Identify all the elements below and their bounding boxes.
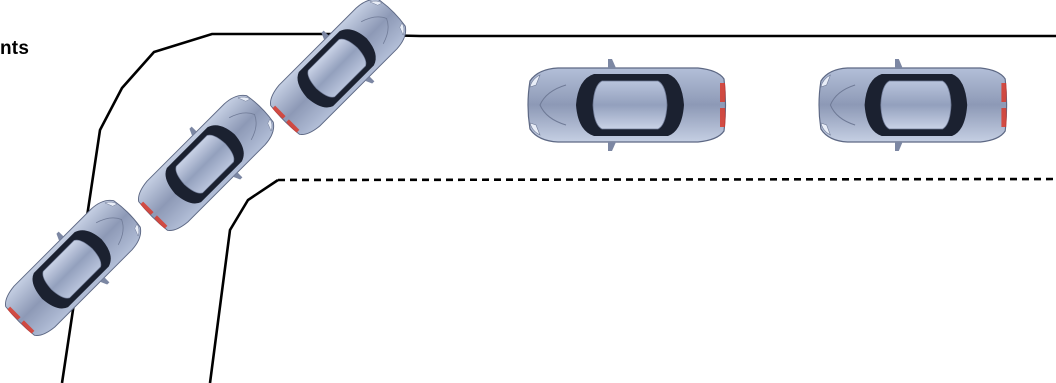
caption-text: nts bbox=[0, 38, 29, 60]
car-straight-2 bbox=[819, 59, 1007, 151]
car-turning-3 bbox=[259, 0, 419, 146]
car-turning-1 bbox=[0, 187, 154, 347]
car-straight-1 bbox=[528, 59, 726, 151]
car-turning-2 bbox=[127, 82, 287, 242]
inner-edge-line bbox=[210, 180, 278, 383]
lane-divider-line bbox=[278, 179, 1056, 180]
